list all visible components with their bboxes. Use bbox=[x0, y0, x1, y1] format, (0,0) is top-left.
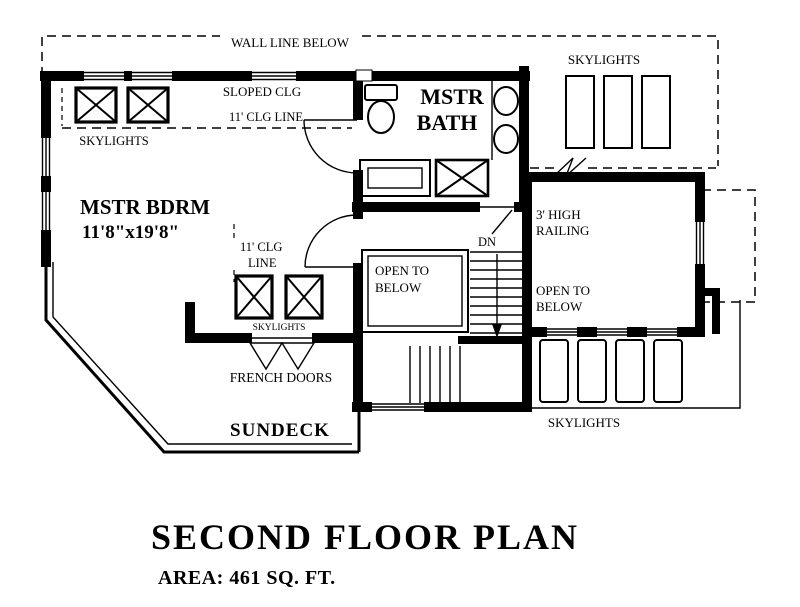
french-door-leaf bbox=[280, 342, 316, 371]
bedroom-door-swing bbox=[304, 214, 358, 268]
sundeck-label: SUNDECK bbox=[230, 420, 330, 441]
skylight-panel bbox=[641, 75, 671, 149]
mstr-bdrm-dims-label: 11'8"x19'8" bbox=[82, 222, 179, 243]
skylights-mid-label: SKYLIGHTS bbox=[253, 323, 306, 333]
sloped-clg-label: SLOPED CLG bbox=[223, 84, 301, 99]
open-below-railing bbox=[361, 249, 469, 333]
mstr-bath-label-1: MSTR bbox=[420, 84, 485, 109]
french-doors-label: FRENCH DOORS bbox=[230, 370, 332, 385]
open-below-center-label-1: OPEN TO bbox=[375, 263, 429, 278]
skylight-panel bbox=[653, 339, 683, 403]
french-door-leaf bbox=[248, 342, 284, 371]
bottom-right-skylights: SKYLIGHTS bbox=[527, 300, 741, 430]
title-block: SECOND FLOOR PLAN AREA: 461 SQ. FT. bbox=[151, 517, 579, 589]
bath-door-swing bbox=[303, 119, 358, 174]
skylights-bedroom-label: SKYLIGHTS bbox=[79, 134, 148, 148]
stair-treads-lower bbox=[409, 346, 461, 403]
skylight-panel bbox=[603, 75, 633, 149]
clg-line-top-label: 11' CLG LINE bbox=[229, 110, 303, 124]
area-caption: AREA: 461 SQ. FT. bbox=[158, 567, 336, 589]
windows bbox=[39, 69, 707, 413]
skylight-panel bbox=[539, 339, 569, 403]
stairs: OPEN TO BELOW DN bbox=[361, 235, 524, 403]
right-open-area: 3' HIGH RAILING OPEN TO BELOW bbox=[536, 207, 590, 314]
vanity-basin bbox=[367, 167, 423, 189]
mstr-bdrm-label: MSTR BDRM bbox=[80, 195, 210, 219]
open-below-right-label-2: BELOW bbox=[536, 299, 583, 314]
top-right-skylights: SKYLIGHTS bbox=[565, 52, 671, 149]
skylights-top-right-label: SKYLIGHTS bbox=[568, 52, 640, 67]
skylight-panel bbox=[577, 339, 607, 403]
dn-label: DN bbox=[478, 235, 496, 249]
clg-line-mid-label-2: LINE bbox=[248, 256, 277, 270]
master-bedroom: SLOPED CLG 11' CLG LINE SKYLIGHTS MSTR B… bbox=[62, 84, 352, 441]
wall-line-below-label: WALL LINE BELOW bbox=[231, 35, 350, 50]
open-below-right-label-1: OPEN TO bbox=[536, 283, 590, 298]
sundeck-structure bbox=[44, 262, 361, 454]
toilet-bowl bbox=[367, 100, 395, 134]
sink bbox=[493, 86, 519, 116]
roof-break-line bbox=[553, 157, 587, 177]
vanity-counter bbox=[359, 159, 431, 197]
skylight-panel bbox=[615, 339, 645, 403]
skylights-bottom-right-label: SKYLIGHTS bbox=[548, 415, 620, 430]
mstr-bath-label-2: BATH bbox=[417, 110, 478, 135]
clg-line-mid-label-1: 11' CLG bbox=[240, 240, 282, 254]
sink bbox=[493, 124, 519, 154]
master-bath: MSTR BATH bbox=[303, 78, 519, 268]
railing-label-1: 3' HIGH bbox=[536, 207, 581, 222]
railing-label-2: RAILING bbox=[536, 223, 589, 238]
toilet-tank bbox=[364, 84, 398, 101]
skylight-panel bbox=[565, 75, 595, 149]
roof-outline-dashed: WALL LINE BELOW bbox=[41, 33, 756, 303]
page-title: SECOND FLOOR PLAN bbox=[151, 517, 579, 557]
wall-notch bbox=[355, 69, 373, 82]
open-below-center-label-2: BELOW bbox=[375, 280, 422, 295]
arrow-head bbox=[492, 324, 502, 338]
